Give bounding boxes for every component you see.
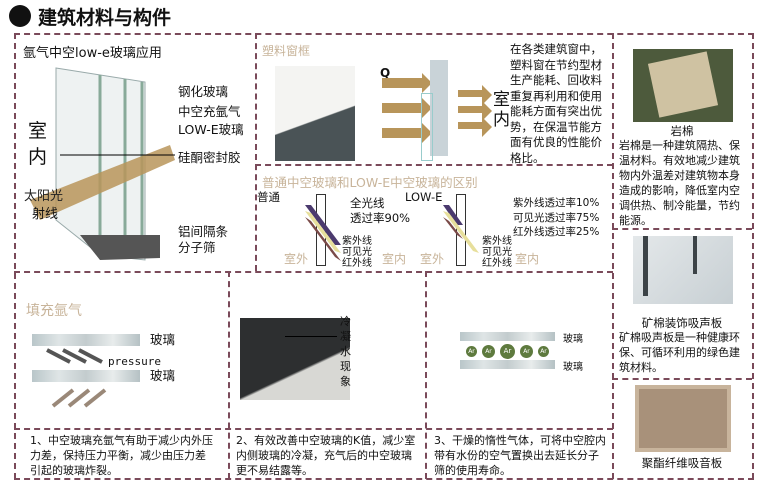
heat-arrow [458, 101, 492, 121]
glass-label: 玻璃 [150, 368, 176, 383]
argon-atom: Ar [482, 345, 495, 358]
part-label: 钢化玻璃 [178, 84, 229, 99]
divider [255, 33, 257, 271]
heat-arrow [382, 98, 432, 118]
glass-pane [456, 194, 466, 266]
page-title: 建筑材料与构件 [38, 7, 172, 29]
glass-label: 玻璃 [563, 334, 583, 345]
argon-atom: Ar [538, 346, 549, 357]
part-label: 铝间隔条 [178, 224, 229, 239]
pressure-arrows [46, 348, 107, 408]
sun-label: 太阳光 [24, 189, 64, 204]
glass-pane [32, 370, 140, 382]
ray-labels: 紫外线可见光红外线 [482, 236, 512, 269]
q-label: Q [380, 66, 391, 80]
glass-pane [32, 334, 140, 346]
uv-label: 紫外线 [342, 236, 372, 247]
material-name: 矿棉装饰吸声板 [641, 316, 723, 330]
window-frame-photo [275, 66, 355, 161]
caption: 2、有效改善中空玻璃的K值，减少室内侧玻璃的冷凝，充气后的中空玻璃更不易结露等。 [236, 434, 416, 477]
glass-pane [460, 360, 555, 369]
part-label: 中空充氩气 [178, 104, 241, 119]
visible-label: 可见光 [342, 247, 372, 258]
material-name: 聚酯纤维吸音板 [641, 456, 723, 470]
divider [14, 478, 754, 480]
outdoor-label: 室外 [284, 252, 309, 266]
indoor-label: 室 内 [28, 120, 48, 168]
glass-pane [460, 332, 555, 341]
divider [612, 378, 752, 380]
visible-rate: 可见光透过率75% [513, 211, 600, 224]
insulated-glass-diagram [30, 67, 175, 261]
glass-label: 玻璃 [150, 332, 176, 347]
argon-atom: Ar [500, 344, 515, 359]
material-name: 岩棉 [670, 124, 694, 138]
material-description: 岩棉是一种建筑隔热、保温材料。有效地减少建筑物内外温差对建筑物本身造成的影响，降… [619, 139, 740, 227]
part-label: 分子筛 [178, 240, 216, 255]
heat-arrow [458, 85, 492, 105]
light-ray-bands [443, 205, 479, 253]
argon-atoms: Ar Ar Ar Ar Ar [466, 344, 549, 359]
normal-rate: 全光线 透过率90% [350, 196, 411, 225]
pointer-line [285, 336, 337, 337]
frame-outline [421, 93, 433, 161]
divider [425, 271, 427, 479]
normal-label: 普通 [257, 190, 280, 204]
material-description: 矿棉吸声板是一种健康环保、可循环利用的绿色建筑材料。 [619, 331, 740, 374]
divider [612, 33, 614, 479]
divider [752, 33, 754, 479]
rock-wool-photo [633, 49, 733, 122]
lowe-rates: 紫外线透过率10% 可见光透过率75% 红外线透过率25% [513, 196, 599, 240]
divider [14, 33, 754, 35]
argon-atom: Ar [466, 346, 477, 357]
divider [612, 228, 752, 230]
wall-block [430, 60, 448, 156]
heat-arrow [458, 117, 492, 137]
section-title: 塑料窗框 [262, 44, 311, 58]
caption: 1、中空玻璃充氩气有助于减少内外压力差，保持压力平衡，减少由压力差引起的玻璃炸裂… [30, 434, 213, 477]
outdoor-label: 室外 [420, 252, 445, 266]
ray-labels: 紫外线可见光红外线 [342, 236, 372, 269]
lowe-label: LOW-E [405, 190, 443, 204]
people-icon [9, 5, 31, 27]
heat-arrow [382, 123, 432, 143]
ir-label: 红外线 [342, 258, 372, 269]
part-label: 硅酮密封胶 [178, 150, 241, 165]
indoor-label: 室内 [382, 252, 407, 266]
plastic-description: 在各类建筑窗中，塑料窗在节约型材生产能耗、回收料重复再利用和使用能耗方面有突出优… [510, 42, 602, 165]
visible-label: 可见光 [482, 247, 512, 258]
mineral-board-photo [633, 236, 733, 304]
part-label: LOW-E玻璃 [178, 122, 244, 137]
divider [14, 271, 613, 273]
divider [255, 164, 613, 166]
ir-label: 红外线 [482, 258, 512, 269]
glass-label: 玻璃 [563, 362, 583, 373]
pressure-label: pressure [108, 355, 161, 368]
light-ray-bands [305, 205, 341, 261]
divider [14, 428, 613, 430]
section-title: 填充氩气 [26, 303, 82, 319]
condensation-label: 冷 凝 水 现 象 [340, 315, 351, 388]
uv-label: 紫外线 [482, 236, 512, 247]
condensation-photo [240, 318, 350, 400]
argon-atom: Ar [520, 345, 533, 358]
polyester-board-photo [635, 385, 731, 452]
uv-rate: 紫外线透过率10% [513, 197, 600, 209]
ir-rate: 红外线透过率25% [513, 226, 600, 238]
divider [14, 33, 16, 479]
divider [228, 271, 230, 479]
section-title: 氩气中空low-e玻璃应用 [23, 46, 162, 61]
ray-label: 射线 [32, 207, 59, 222]
caption: 3、干燥的惰性气体，可将中空腔内带有水份的空气置换出去延长分子筛的使用寿命。 [434, 434, 606, 477]
section-title: 普通中空玻璃和LOW-E中空玻璃的区别 [262, 175, 478, 190]
indoor-label: 室 内 [493, 90, 510, 130]
heat-arrow [382, 73, 432, 93]
indoor-label: 室内 [515, 252, 540, 266]
